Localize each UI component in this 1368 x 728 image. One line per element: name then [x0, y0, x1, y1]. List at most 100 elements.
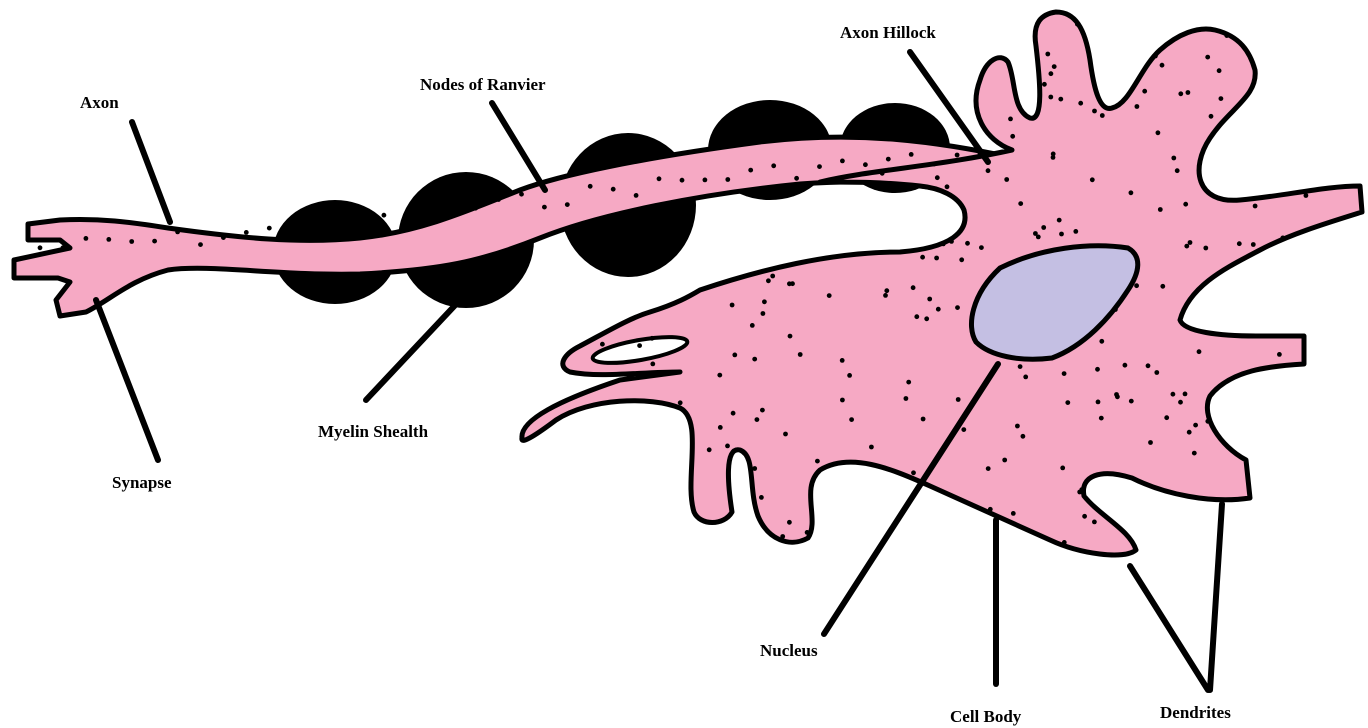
- cytoplasm-dot: [1160, 63, 1165, 68]
- cytoplasm-dot: [1158, 207, 1163, 212]
- cytoplasm-dot: [886, 157, 891, 162]
- cytoplasm-dot: [717, 373, 722, 378]
- cytoplasm-dot: [1090, 177, 1095, 182]
- cytoplasm-dot: [1075, 22, 1080, 27]
- cytoplasm-dot: [1057, 218, 1062, 223]
- cytoplasm-dot: [956, 397, 961, 402]
- cytoplasm-dot: [924, 316, 929, 321]
- cell-body-label: Cell Body: [950, 707, 1022, 726]
- cytoplasm-dot: [1011, 511, 1016, 516]
- cytoplasm-dot: [1058, 97, 1063, 102]
- cytoplasm-dot: [600, 342, 605, 347]
- cytoplasm-dot: [1148, 440, 1153, 445]
- cytoplasm-dot: [1237, 241, 1242, 246]
- cytoplasm-dot: [1100, 113, 1105, 118]
- cytoplasm-dot: [762, 299, 767, 304]
- cytoplasm-dot: [770, 274, 775, 279]
- cytoplasm-dot: [927, 297, 932, 302]
- cytoplasm-dot: [840, 398, 845, 403]
- cytoplasm-dot: [680, 178, 685, 183]
- myelin-sheath-leader: [366, 300, 460, 400]
- cytoplasm-dot: [1123, 363, 1128, 368]
- cytoplasm-dot: [1113, 307, 1118, 312]
- cytoplasm-dot: [1224, 33, 1229, 38]
- cytoplasm-dot: [759, 495, 764, 500]
- cytoplasm-dot: [382, 213, 387, 218]
- nodes-of-ranvier-label: Nodes of Ranvier: [420, 75, 546, 94]
- cytoplasm-dot: [869, 445, 874, 450]
- cytoplasm-dot: [1008, 117, 1013, 122]
- cytoplasm-dot: [1186, 90, 1191, 95]
- cytoplasm-dot: [404, 218, 409, 223]
- cytoplasm-dot: [1277, 352, 1282, 357]
- cytoplasm-dot: [61, 245, 66, 250]
- cytoplasm-dot: [880, 171, 885, 176]
- cytoplasm-dot: [611, 187, 616, 192]
- cytoplasm-dot: [732, 353, 737, 358]
- cytoplasm-dot: [1135, 104, 1140, 109]
- cytoplasm-dot: [849, 417, 854, 422]
- cytoplasm-dot: [1209, 114, 1214, 119]
- cytoplasm-dot: [1156, 130, 1161, 135]
- cytoplasm-dot: [1049, 71, 1054, 76]
- cytoplasm-dot: [1203, 246, 1208, 251]
- cytoplasm-dot: [38, 245, 43, 250]
- cytoplasm-dot: [725, 444, 730, 449]
- cytoplasm-dot: [1051, 155, 1056, 160]
- cytoplasm-dot: [129, 239, 134, 244]
- cytoplasm-dot: [1048, 95, 1053, 100]
- cytoplasm-dot: [760, 408, 765, 413]
- cytoplasm-dot: [1129, 399, 1134, 404]
- cytoplasm-dot: [750, 323, 755, 328]
- cytoplasm-dot: [152, 239, 157, 244]
- cytoplasm-dot: [798, 352, 803, 357]
- cytoplasm-dot: [496, 197, 501, 202]
- cytoplasm-dot: [1193, 423, 1198, 428]
- cytoplasm-dot: [817, 164, 822, 169]
- cytoplasm-dot: [771, 163, 776, 168]
- cytoplasm-dot: [519, 192, 524, 197]
- cytoplasm-dot: [1004, 177, 1009, 182]
- cytoplasm-dot: [935, 175, 940, 180]
- cytoplasm-dot: [911, 285, 916, 290]
- cytoplasm-dot: [920, 255, 925, 260]
- cytoplasm-dot: [1175, 168, 1180, 173]
- cytoplasm-dot: [945, 184, 950, 189]
- cytoplasm-dot: [1062, 371, 1067, 376]
- cytoplasm-dot: [955, 153, 960, 158]
- dendrites-leader-1: [1130, 566, 1208, 690]
- synapse-leader: [96, 300, 158, 460]
- cytoplasm-dot: [1280, 236, 1285, 241]
- cytoplasm-dot: [1129, 190, 1134, 195]
- cytoplasm-dot: [752, 466, 757, 471]
- cytoplasm-dot: [1002, 458, 1007, 463]
- cytoplasm-dot: [904, 396, 909, 401]
- cytoplasm-dot: [1059, 232, 1064, 237]
- cytoplasm-dot: [840, 159, 845, 164]
- cytoplasm-dot: [267, 226, 272, 231]
- cytoplasm-dot: [805, 530, 810, 535]
- cytoplasm-dot: [1154, 370, 1159, 375]
- cytoplasm-dot: [1092, 520, 1097, 525]
- cytoplasm-dot: [1304, 193, 1309, 198]
- cytoplasm-dot: [427, 206, 432, 211]
- cytoplasm-dot: [565, 202, 570, 207]
- cytoplasm-dot: [766, 278, 771, 283]
- dendrites-leader-2: [1210, 504, 1222, 690]
- cytoplasm-dot: [911, 470, 916, 475]
- cytoplasm-dot: [290, 233, 295, 238]
- cytoplasm-dot: [359, 220, 364, 225]
- cytoplasm-dot: [1217, 68, 1222, 73]
- cytoplasm-dot: [678, 400, 683, 405]
- cytoplasm-dot: [730, 303, 735, 308]
- cytoplasm-dot: [718, 425, 723, 430]
- cytoplasm-dot: [1164, 415, 1169, 420]
- cytoplasm-dot: [884, 288, 889, 293]
- cytoplasm-dot: [244, 230, 249, 235]
- cytoplasm-dot: [1042, 82, 1047, 87]
- cytoplasm-dot: [1015, 424, 1020, 429]
- cytoplasm-dot: [932, 162, 937, 167]
- cytoplasm-dot: [1060, 466, 1065, 471]
- cytoplasm-dot: [707, 447, 712, 452]
- cytoplasm-dot: [986, 168, 991, 173]
